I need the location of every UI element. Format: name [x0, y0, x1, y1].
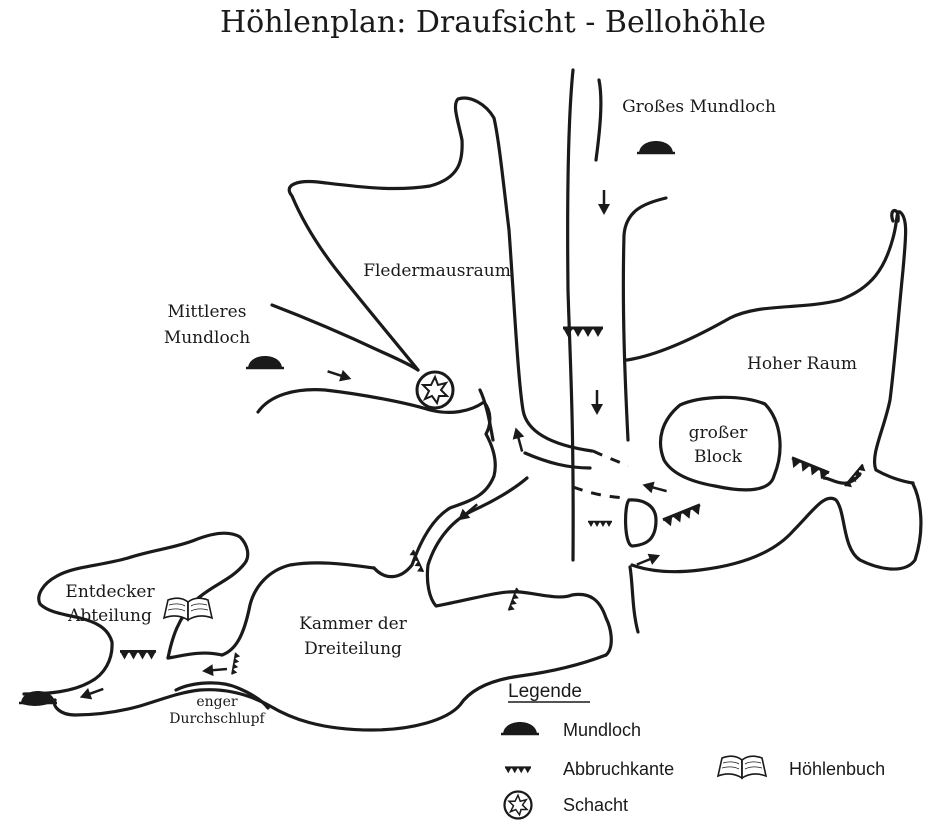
label-enger-line2: Durchschlupf: [169, 711, 266, 727]
direction-arrow-icon: [200, 661, 229, 679]
legend-shaft-icon: [503, 790, 533, 820]
label-grosses-mundloch: Großes Mundloch: [622, 97, 776, 117]
legend-hoehlenbuch-label: Höhlenbuch: [789, 759, 885, 779]
ledge-icon: [587, 520, 613, 528]
ledge-icon: [118, 650, 158, 661]
label-enger-line1: enger: [196, 694, 238, 710]
cave-walls: [22, 68, 923, 732]
ledge-icon: [661, 503, 705, 530]
legend-schacht-label: Schacht: [563, 795, 628, 815]
legend-cave-book-icon: [717, 755, 767, 779]
label-entdecker-line1: Entdecker: [65, 582, 155, 602]
legend-entrance-icon: [499, 720, 541, 736]
label-mittleres-line1: Mittleres: [168, 302, 247, 322]
direction-arrow-icon: [589, 388, 605, 417]
legend-mundloch-label: Mundloch: [563, 720, 641, 740]
ledge-icon: [231, 651, 242, 677]
ledge-icon: [787, 456, 831, 483]
legend-heading: Legende: [508, 681, 582, 702]
direction-arrow-icon: [324, 364, 355, 386]
direction-arrow-icon: [508, 424, 530, 455]
shaft-fledermausraum-icon: [415, 370, 455, 410]
label-grosser-block-line2: Block: [694, 447, 743, 467]
cave-book-entdecker-icon: [163, 597, 213, 621]
label-entdecker-line2: Abteilung: [67, 606, 152, 626]
entrance-mittleres-mundloch-icon: [244, 354, 286, 370]
label-grosser-block-line1: großer: [689, 423, 749, 443]
label-kammer-line2: Dreiteilung: [304, 639, 402, 659]
entrance-grosses-mundloch-icon: [635, 139, 677, 155]
dashed-passage-upper: [592, 449, 629, 468]
legend-ledge-icon: [504, 766, 532, 775]
dashed-passage-lower: [572, 485, 629, 500]
legend-abbruchkante-label: Abbruchkante: [563, 759, 674, 779]
label-mittleres-line2: Mundloch: [164, 328, 250, 348]
legend: Legende Mundloch Abbruchkante Schacht Hö…: [499, 681, 885, 820]
ledge-icon: [407, 549, 425, 576]
label-kammer-line1: Kammer der: [299, 614, 408, 634]
map-title: Höhlenplan: Draufsicht - Bellohöhle: [220, 5, 766, 40]
direction-arrow-icon: [639, 477, 670, 499]
label-hoher-raum: Hoher Raum: [747, 354, 857, 374]
location-labels: Großes Mundloch Fledermausraum Mittleres…: [65, 97, 857, 727]
label-fledermausraum: Fledermausraum: [363, 261, 511, 281]
direction-arrow-icon: [596, 188, 612, 217]
